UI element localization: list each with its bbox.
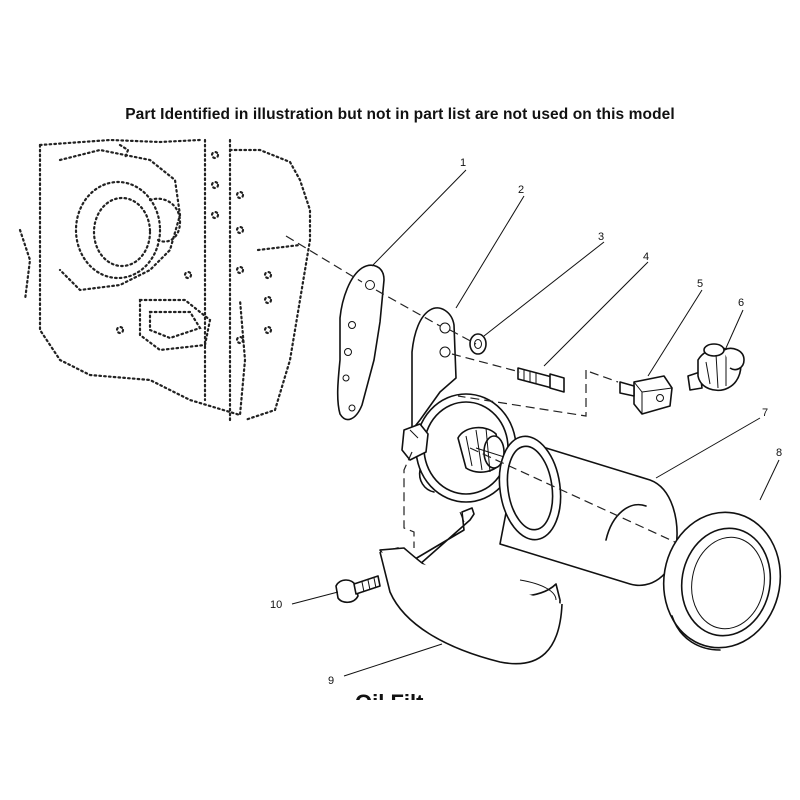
part-9-filter-shroud [379,507,563,665]
callout-labels: 1 2 3 4 5 6 7 8 9 10 [270,157,782,687]
callout-8: 8 [776,447,782,459]
part-1-gasket-plate [336,264,385,421]
callout-leaders [291,169,780,677]
callout-2: 2 [518,184,524,196]
part-5-adapter-block [619,375,673,415]
filter-head-housing [401,393,521,503]
cut-off-section-title: Oil Filt [355,684,475,700]
callout-9: 9 [328,675,334,687]
callout-5: 5 [697,278,703,290]
part-4-bolt [517,367,565,393]
callout-4: 4 [643,251,649,263]
assembly-guide-lines [285,235,619,548]
part-7-oil-filter [469,435,689,587]
header-note: Part Identified in illustration but not … [125,106,675,123]
part-10-screw [335,575,381,604]
part-8-seal-ring [662,511,782,651]
engine-block-outline [18,138,312,422]
part-3-washer [469,333,487,355]
callout-10: 10 [270,599,282,611]
callout-6: 6 [738,297,744,309]
callout-1: 1 [460,157,466,169]
callout-7: 7 [762,407,768,419]
part-2-filter-bracket [411,307,457,431]
callout-3: 3 [598,231,604,243]
part-6-pressure-sender [687,343,745,392]
